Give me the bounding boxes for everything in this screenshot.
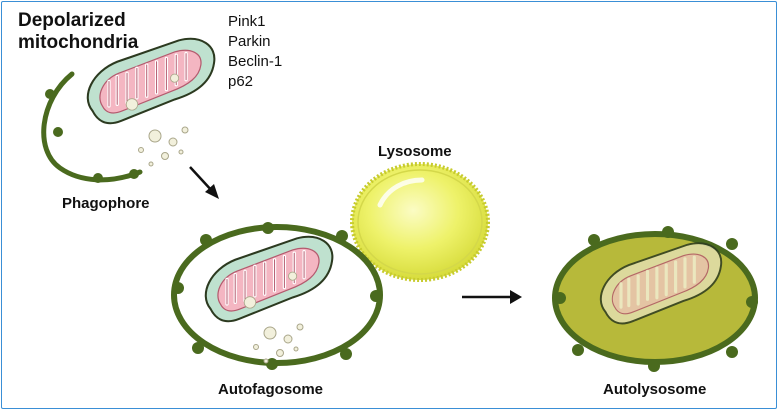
protein-beclin1: Beclin-1 [228,53,283,70]
protein-pink1: Pink1 [228,13,266,30]
degraded-mitochondrion [599,242,723,325]
label-phagophore: Phagophore [62,195,150,212]
protein-p62: p62 [228,73,254,90]
title-line-2: mitochondria [18,32,139,53]
arrow-to-autofagosome [189,166,219,199]
label-autofagosome: Autofagosome [218,381,323,398]
label-autolysosome: Autolysosome [603,381,707,398]
lysosome [350,162,490,282]
vesicles-1 [138,126,189,167]
protein-parkin: Parkin [228,33,271,50]
arrow-to-autolysosome [462,290,522,304]
protein-list: Pink1 Parkin Beclin-1 p62 [228,12,282,92]
phagophore-membrane [41,71,143,183]
title-line-1: Depolarized [18,10,126,31]
title-depolarized-mitochondria: Depolarized mitochondria [18,10,138,54]
label-lysosome: Lysosome [378,143,452,160]
